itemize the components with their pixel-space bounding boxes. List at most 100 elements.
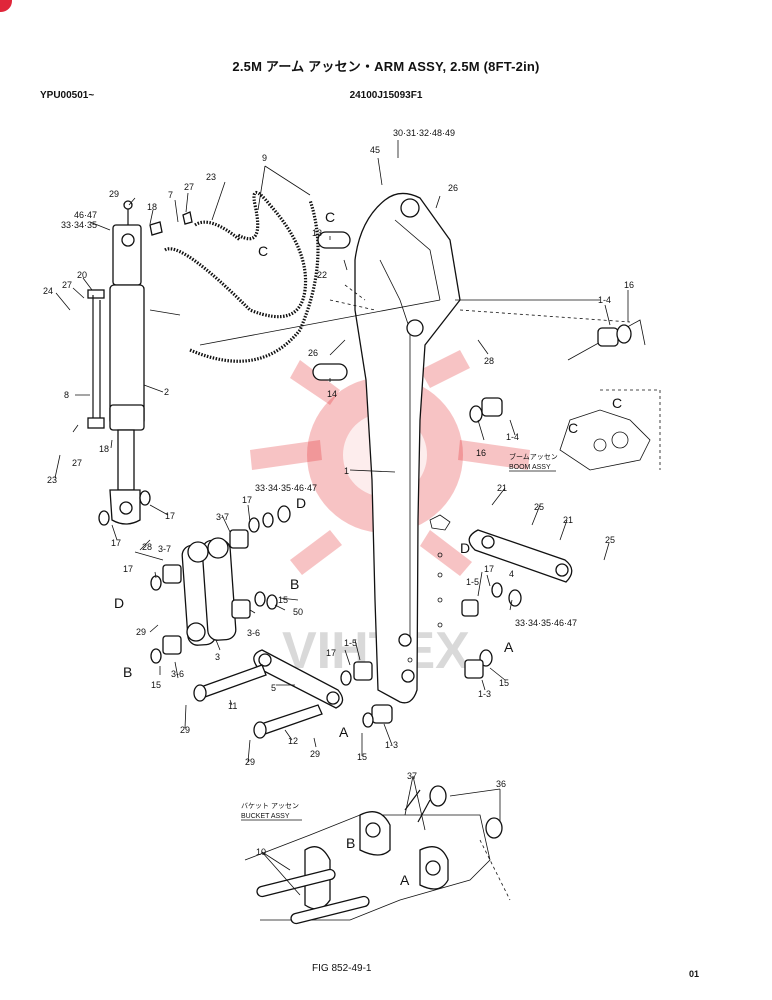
callout-50: 50 (293, 607, 303, 617)
callout-11: 11 (228, 701, 237, 711)
bucket-assy-label-jp: バケット アッセン (241, 802, 299, 810)
callout-18b: 18 (99, 444, 109, 454)
callout-2: 2 (164, 387, 169, 397)
callout-37: 37 (407, 771, 417, 781)
link-4 (468, 529, 573, 583)
callout-27c: 27 (72, 458, 82, 468)
callout-28b: 28 (142, 542, 152, 552)
bucket-assy (244, 785, 511, 925)
callout-5: 5 (271, 683, 276, 693)
callout-24: 24 (43, 286, 53, 296)
callout-25a: 25 (534, 502, 544, 512)
callout-26: 26 (448, 183, 458, 193)
connection-letter-b1: B (290, 576, 299, 592)
link-3 (181, 537, 237, 646)
callout-36: 36 (496, 779, 506, 789)
serial-range: YPU00501~ (40, 90, 95, 101)
connection-letter-d3: D (114, 595, 124, 611)
callout-13: 13 (312, 228, 322, 238)
callout-28: 28 (484, 356, 494, 366)
callout-29e: 29 (245, 757, 255, 767)
callout-3-7b: 3-7 (158, 544, 171, 554)
callout-15c: 15 (499, 678, 509, 688)
boom-assy-label-en: BOOM ASSY (509, 464, 551, 471)
callout-1: 1 (344, 466, 349, 476)
callout-10: 10 (256, 847, 266, 857)
callout-17a: 17 (165, 511, 175, 521)
callout-17d: 17 (123, 564, 133, 574)
callout-17c: 17 (111, 538, 121, 548)
callout-15a: 15 (278, 595, 288, 605)
callout-30-31-32-48-49: 30·31·32·48·49 (393, 128, 455, 138)
callout-9: 9 (262, 153, 267, 163)
callout-3-6a: 3-6 (247, 628, 260, 638)
callout-4: 4 (509, 569, 514, 579)
callout-33-34-35-46-47: 33·34·35·46·47 (255, 483, 317, 493)
connection-letter-d1: D (296, 495, 306, 511)
connection-letter-b3: B (346, 835, 355, 851)
callout-16b: 16 (476, 448, 486, 458)
arm-body (354, 192, 461, 704)
page-code: 01 (689, 969, 700, 979)
callout-17b: 17 (242, 495, 252, 505)
boom-assy-outline (559, 389, 661, 471)
connection-letter-c2: C (258, 243, 268, 259)
callout-27b: 27 (62, 280, 72, 290)
connection-letter-c1: C (325, 209, 335, 225)
callout-17f: 17 (326, 648, 336, 658)
callout-17e: 17 (484, 564, 494, 574)
callout-46-47: 46·47 (74, 210, 97, 220)
callout-29d: 29 (310, 749, 320, 759)
callout-33-34-35: 33·34·35 (61, 220, 97, 230)
callout-8: 8 (64, 390, 69, 400)
callout-7: 7 (168, 190, 173, 200)
assembly-part-number: 24100J15093F1 (349, 90, 423, 101)
callout-15b: 15 (151, 680, 161, 690)
connection-letter-d2: D (460, 540, 470, 556)
connection-letter-a3: A (400, 872, 410, 888)
callout-1-5b: 1-5 (344, 638, 357, 648)
callout-21b: 21 (563, 515, 573, 525)
callout-1-3b: 1-3 (385, 740, 398, 750)
callout-21a: 21 (497, 483, 507, 493)
bucket-assy-label-en: BUCKET ASSY (241, 813, 290, 820)
callout-45: 45 (370, 145, 380, 155)
callout-18: 18 (147, 202, 157, 212)
arm-cylinder (109, 200, 145, 525)
boom-assy-label-jp: ブームアッセン (509, 452, 558, 461)
connection-letter-b2: B (123, 664, 132, 680)
callout-1-4: 1-4 (598, 295, 611, 305)
callout-29c: 29 (180, 725, 190, 735)
callout-23: 23 (206, 172, 216, 182)
callout-3: 3 (215, 652, 220, 662)
callout-1-4b: 1-4 (506, 432, 519, 442)
callout-29b: 29 (136, 627, 146, 637)
callout-23b: 23 (47, 475, 57, 485)
diagram-title: 2.5M アーム アッセン・ARM ASSY, 2.5M (8FT-2in) (232, 59, 540, 74)
connection-letter-c4: C (568, 420, 578, 436)
callout-33-34-35-46-47b: 33·34·35·46·47 (515, 618, 577, 628)
callout-16: 16 (624, 280, 634, 290)
connection-letter-a1: A (504, 639, 514, 655)
link-5 (253, 649, 344, 709)
callout-22: 22 (317, 270, 327, 280)
callout-20: 20 (77, 270, 87, 280)
callout-3-6b: 3-6 (171, 669, 184, 679)
connection-letter-c3: C (612, 395, 622, 411)
callout-14: 14 (327, 389, 337, 399)
callout-26b: 26 (308, 348, 318, 358)
callout-1-5a: 1-5 (466, 577, 479, 587)
callout-12: 12 (288, 736, 298, 746)
pin-14 (312, 363, 348, 381)
callout-27: 27 (184, 182, 194, 192)
pin-13 (317, 231, 351, 249)
callout-3-7a: 3-7 (216, 512, 229, 522)
connection-letter-a2: A (339, 724, 349, 740)
callout-1-3a: 1-3 (478, 689, 491, 699)
callout-29: 29 (109, 189, 119, 199)
callout-15d: 15 (357, 752, 367, 762)
figure-number: FIG 852-49-1 (312, 963, 372, 974)
callout-25b: 25 (605, 535, 615, 545)
